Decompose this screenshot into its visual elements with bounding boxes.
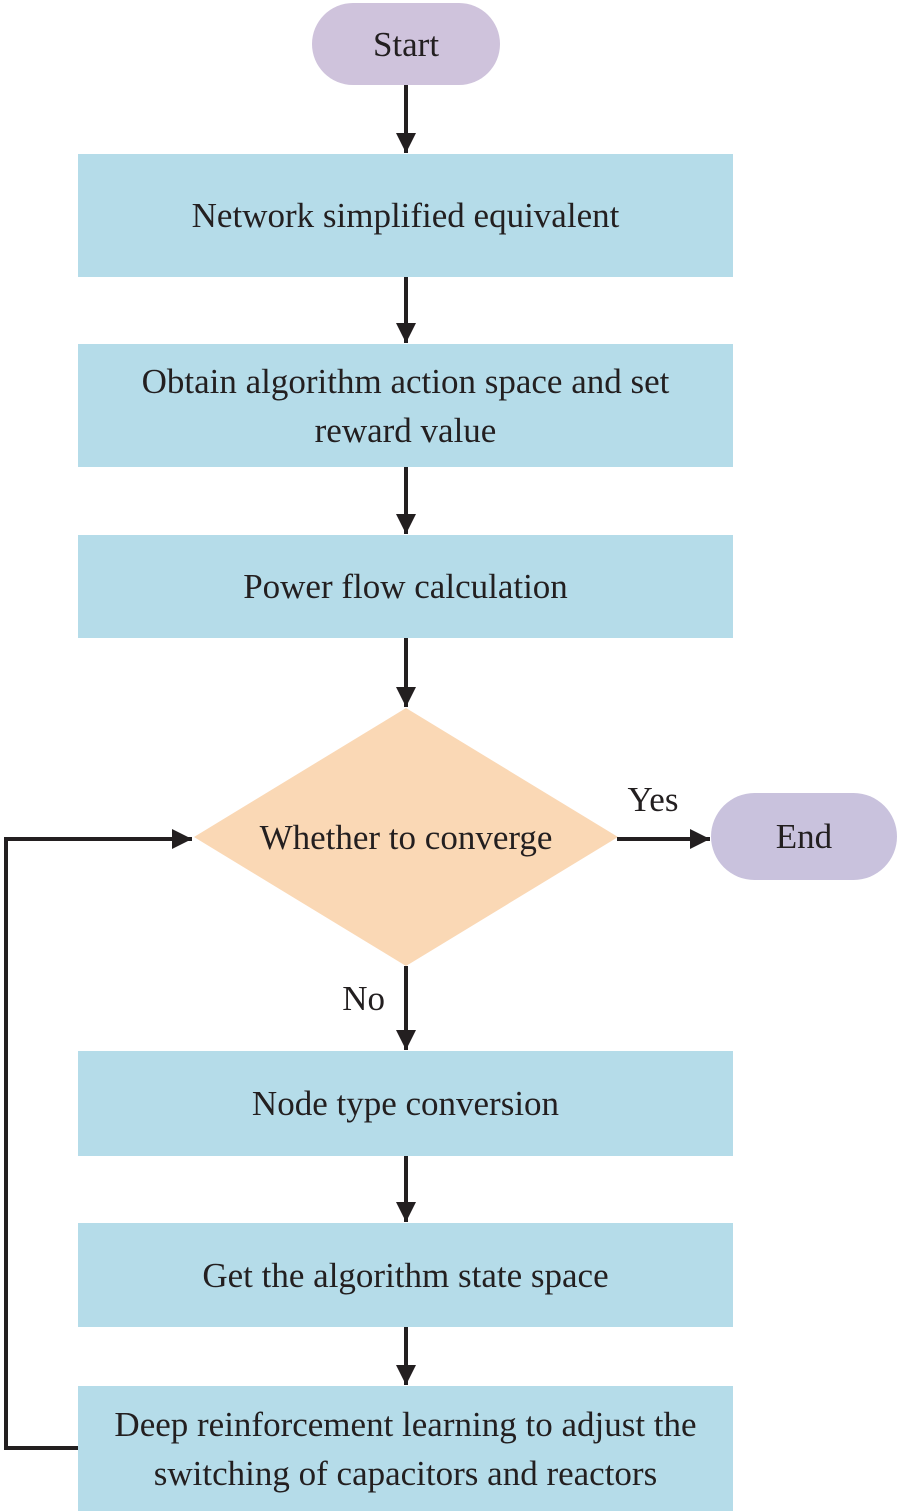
no-branch-label: No: [342, 979, 385, 1018]
process-deep-rl: Deep reinforcement learning to adjust th…: [78, 1386, 733, 1511]
process-action-space: Obtain algorithm action space and set re…: [78, 344, 733, 467]
node-label: Obtain algorithm action space and set re…: [141, 361, 670, 450]
node-label: Start: [372, 24, 440, 64]
process-state-space: Get the algorithm state space: [78, 1223, 733, 1327]
process-node-type-conversion: Node type conversion: [78, 1051, 733, 1156]
process-network-equivalent: Network simplified equivalent: [78, 154, 733, 277]
decision-convergence: Whether to converge: [214, 758, 598, 916]
node-label: End: [775, 817, 833, 856]
node-label: Power flow calculation: [243, 567, 568, 606]
node-label: Node type conversion: [251, 1084, 560, 1123]
node-label: Network simplified equivalent: [191, 196, 620, 235]
end-terminal: End: [711, 793, 897, 880]
start-terminal: Start: [312, 3, 500, 85]
decision-diamond-shape: [194, 708, 618, 966]
node-label: Deep reinforcement learning to adjust th…: [114, 1404, 697, 1493]
yes-branch-label: Yes: [627, 780, 679, 819]
process-power-flow: Power flow calculation: [78, 535, 733, 638]
node-label: Get the algorithm state space: [202, 1255, 609, 1295]
edge-deeprl-loop-to-decision: [4, 829, 192, 1450]
node-label: Whether to converge: [259, 817, 553, 857]
